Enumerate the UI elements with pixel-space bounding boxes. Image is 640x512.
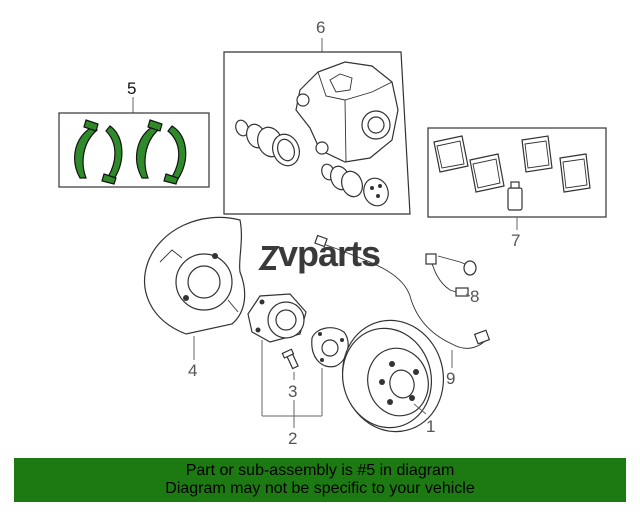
callout-leader-1: [413, 403, 427, 415]
caliper-body: [295, 61, 399, 163]
callout-1[interactable]: 1: [426, 417, 435, 436]
callout-6[interactable]: 6: [316, 18, 325, 37]
banner-line-2: Diagram may not be specific to your vehi…: [165, 480, 475, 497]
caliper-piston-seals: [235, 119, 300, 167]
grease-tube: [507, 181, 523, 211]
evparts-watermark: vparts: [258, 233, 381, 274]
brake-shoe-right-pair: [135, 119, 187, 185]
brake-pad-3: [521, 135, 553, 173]
brake-pad-2: [469, 153, 505, 193]
brake-rotor-group[interactable]: 1: [330, 309, 456, 443]
brake-shoe-set-group[interactable]: 5: [58, 79, 210, 188]
callout-5[interactable]: 5: [127, 79, 136, 98]
wheel-hub-group[interactable]: [311, 327, 349, 368]
callout-8[interactable]: 8: [470, 287, 479, 306]
info-banner: Part or sub-assembly is #5 in diagram Di…: [14, 458, 626, 502]
callout-box-5: [58, 112, 210, 188]
wheel-stud[interactable]: [281, 348, 299, 370]
brake-pad-1: [433, 135, 469, 173]
brake-hose-group[interactable]: 8: [425, 253, 479, 306]
callout-leader-8: [465, 293, 471, 297]
callout-3[interactable]: 3: [288, 382, 297, 401]
brake-pad-4: [559, 153, 591, 193]
callout-9[interactable]: 9: [446, 369, 455, 388]
banner-line-1: Part or sub-assembly is #5 in diagram: [185, 462, 455, 479]
callout-2[interactable]: 2: [288, 429, 297, 448]
callouts-2-3: 3 2: [261, 340, 323, 448]
watermark-text: vparts: [278, 233, 380, 274]
parts-diagram: 5 6: [58, 18, 607, 448]
hub-bearing-group[interactable]: [247, 293, 307, 343]
caliper-guide-pins: [321, 163, 389, 207]
backing-plate-group[interactable]: 4: [144, 216, 246, 380]
caliper-group[interactable]: 6: [223, 18, 411, 215]
callout-7[interactable]: 7: [511, 231, 520, 250]
callout-box-6: [223, 51, 411, 215]
brake-shoe-left-pair: [74, 119, 123, 185]
brake-pads-group[interactable]: 7: [427, 127, 607, 250]
wheel-speed-sensor-group[interactable]: 9: [314, 234, 491, 388]
callout-4[interactable]: 4: [188, 361, 197, 380]
